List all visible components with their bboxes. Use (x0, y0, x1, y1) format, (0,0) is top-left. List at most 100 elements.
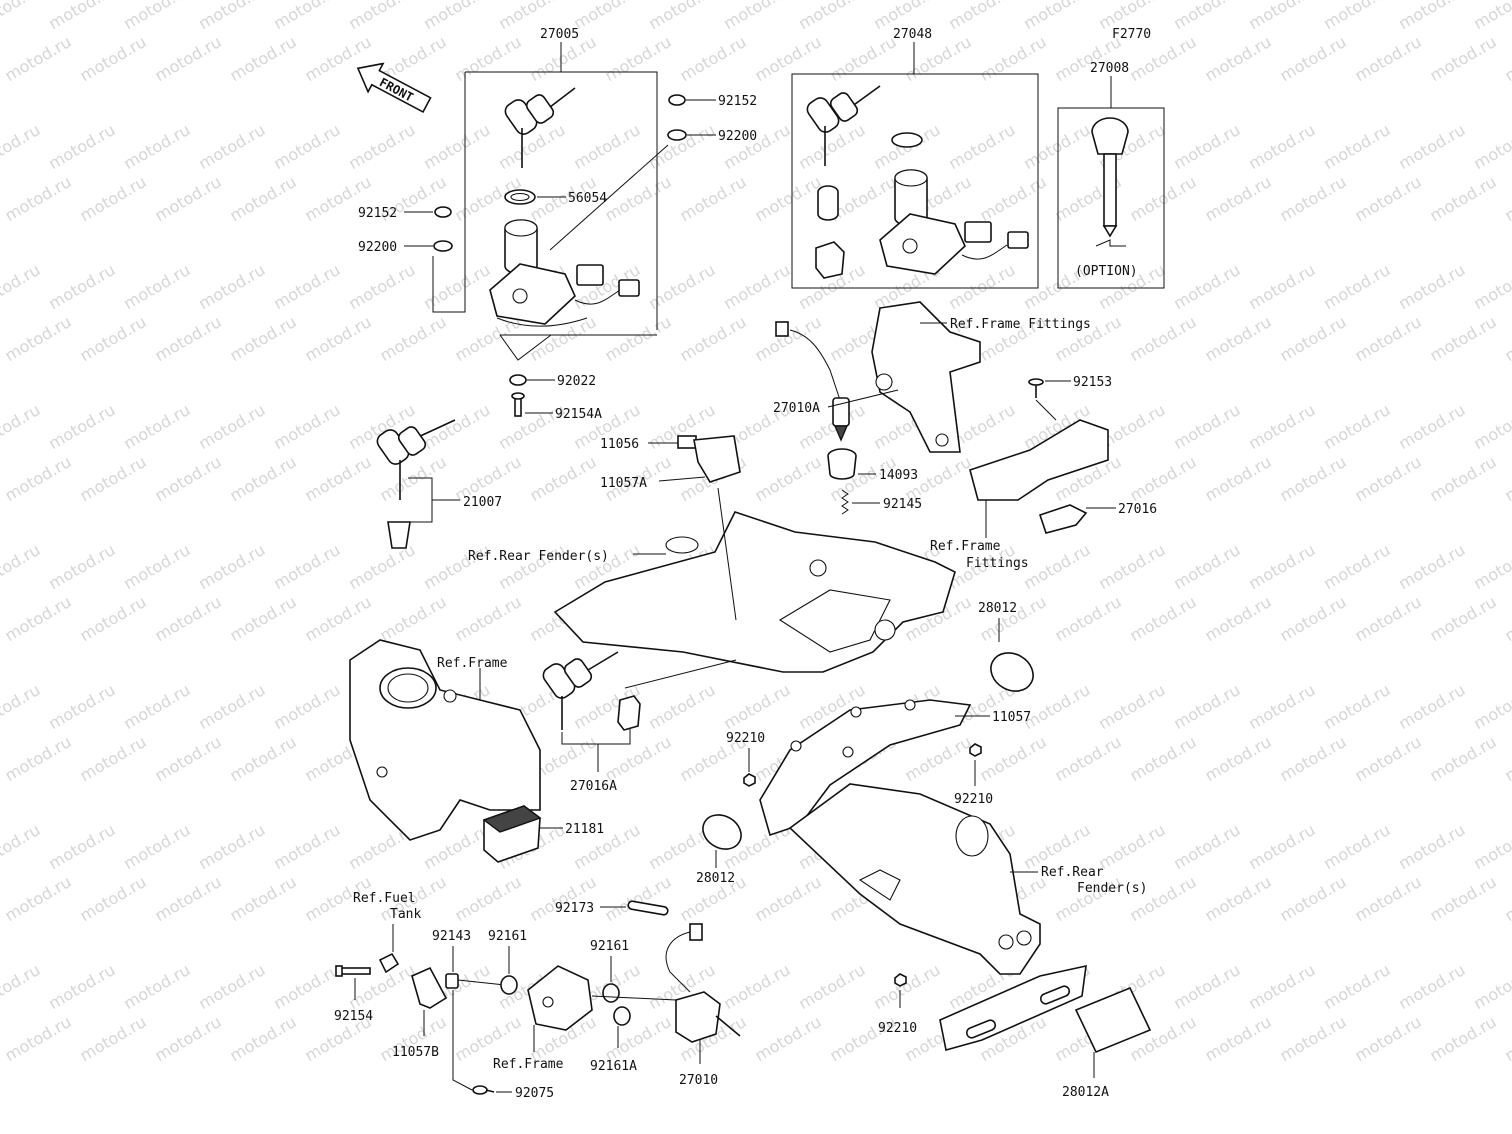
leader-27010A (827, 389, 899, 408)
watermark-text: motod.ru (720, 260, 793, 313)
watermark-text: motod.ru (751, 452, 824, 505)
watermark-text: motod.ru (120, 960, 193, 1013)
watermark-text: motod.ru (1426, 32, 1499, 85)
watermark-text: motod.ru (526, 872, 599, 925)
watermark-text: motod.ru (1201, 172, 1274, 225)
watermark-text: motod.ru (1395, 400, 1468, 453)
callout-92154A: 92154A (555, 407, 602, 422)
washer-92200-icon (667, 129, 687, 141)
watermark-text: motod.ru (1351, 732, 1424, 785)
watermark-text: motod.ru (1245, 820, 1318, 873)
figure-code: F2770 (1112, 27, 1151, 42)
watermark-text: motod.ru (601, 732, 674, 785)
watermark-text: motod.ru (1501, 732, 1512, 785)
watermark-text: motod.ru (676, 172, 749, 225)
callout-92210a: 92210 (726, 731, 765, 746)
watermark-text: motod.ru (1020, 540, 1093, 593)
watermark-text: motod.ru (0, 540, 43, 593)
grommet-28012-icon (990, 652, 1034, 692)
watermark-text: motod.ru (1351, 592, 1424, 645)
callout-11056: 11056 (600, 437, 639, 452)
watermark-text: motod.ru (45, 260, 118, 313)
watermark-text: motod.ru (45, 820, 118, 873)
watermark-text: motod.ru (195, 120, 268, 173)
watermark-text: motod.ru (1426, 452, 1499, 505)
watermark-text: motod.ru (1276, 592, 1349, 645)
watermark-text: motod.ru (0, 0, 43, 33)
watermark-text: motod.ru (795, 0, 868, 33)
watermark-text: motod.ru (0, 120, 43, 173)
watermark-text: motod.ru (1470, 120, 1512, 173)
watermark-text: motod.ru (1426, 312, 1499, 365)
watermark-text: motod.ru (345, 120, 418, 173)
watermark-text: motod.ru (1470, 400, 1512, 453)
screw-92153-icon (1028, 378, 1044, 398)
watermark-text: motod.ru (1, 1012, 74, 1065)
watermark-text: motod.ru (976, 592, 1049, 645)
watermark-text: motod.ru (1395, 0, 1468, 33)
watermark-text: motod.ru (345, 540, 418, 593)
watermark-text: motod.ru (1276, 32, 1349, 85)
watermark-text: motod.ru (976, 32, 1049, 85)
watermark-text: motod.ru (120, 120, 193, 173)
watermark-text: motod.ru (570, 120, 643, 173)
watermark-text: motod.ru (1, 312, 74, 365)
watermark-text: motod.ru (1320, 400, 1393, 453)
watermark-text: motod.ru (601, 312, 674, 365)
watermark-text: motod.ru (751, 312, 824, 365)
boot-14093-icon (827, 448, 857, 480)
watermark-text: motod.ru (826, 1012, 899, 1065)
grommet-92161-b-icon (602, 983, 620, 1003)
watermark-text: motod.ru (1, 732, 74, 785)
washer-92200-left-icon (433, 240, 453, 252)
callout-56054: 56054 (568, 191, 607, 206)
watermark-text: motod.ru (1320, 540, 1393, 593)
watermark-text: motod.ru (1470, 260, 1512, 313)
watermark-text: motod.ru (76, 312, 149, 365)
watermark-text: motod.ru (1245, 960, 1318, 1013)
watermark-text: motod.ru (226, 32, 299, 85)
watermark-text: motod.ru (1320, 960, 1393, 1013)
watermark-text: motod.ru (45, 120, 118, 173)
ring-56054-inner (510, 192, 530, 202)
leader-27016A-group (561, 728, 631, 745)
watermark-text: motod.ru (1426, 1012, 1499, 1065)
callout-92153: 92153 (1073, 375, 1112, 390)
ignition-key-27048-icon (806, 85, 881, 166)
lock-cylinder-27048-icon (815, 185, 845, 279)
rear-fender-top-icon (553, 511, 956, 673)
callout-21181: 21181 (565, 822, 604, 837)
watermark-text: motod.ru (645, 680, 718, 733)
watermark-text: motod.ru (1501, 1012, 1512, 1065)
watermark-text: motod.ru (76, 172, 149, 225)
watermark-text: motod.ru (1470, 820, 1512, 873)
watermark-text: motod.ru (76, 1012, 149, 1065)
watermark-text: motod.ru (826, 32, 899, 85)
watermark-text: motod.ru (1126, 732, 1199, 785)
ref-rear-fender-right-2: Fender(s) (1077, 881, 1147, 896)
callout-28012A: 28012A (1062, 1085, 1109, 1100)
watermark-text: motod.ru (1170, 120, 1243, 173)
watermark-text: motod.ru (1245, 680, 1318, 733)
watermark-text: motod.ru (945, 0, 1018, 33)
callout-92200b: 92200 (358, 240, 397, 255)
seat-lock-cable-cover-icon (677, 435, 741, 483)
leader-92200a-group (549, 144, 669, 251)
watermark-text: motod.ru (870, 960, 943, 1013)
watermark-text: motod.ru (1170, 260, 1243, 313)
leader-11057A-b (717, 487, 737, 621)
watermark-text: motod.ru (601, 872, 674, 925)
watermark-text: motod.ru (0, 820, 43, 873)
frame-left-icon (349, 639, 541, 841)
watermark-text: motod.ru (1170, 540, 1243, 593)
watermark-text: motod.ru (226, 872, 299, 925)
watermark-text: motod.ru (1351, 1012, 1424, 1065)
watermark-text: motod.ru (120, 0, 193, 33)
watermark-text: motod.ru (751, 32, 824, 85)
frame-bracket-bottom-icon (527, 965, 593, 1031)
watermark-text: motod.ru (1395, 540, 1468, 593)
callout-92210b: 92210 (954, 792, 993, 807)
callout-11057B: 11057B (392, 1045, 439, 1060)
group-box-27005 (465, 71, 658, 330)
watermark-text: motod.ru (1095, 820, 1168, 873)
